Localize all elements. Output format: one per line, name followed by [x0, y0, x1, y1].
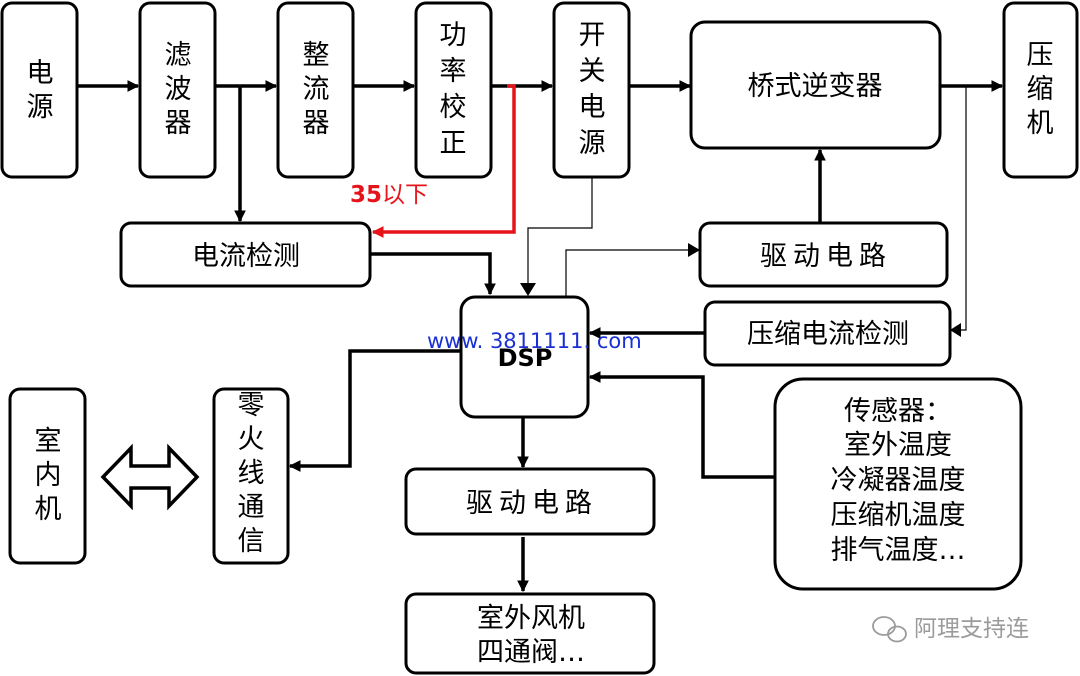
red-annotation: 35以下 [350, 182, 428, 208]
rectifier-label-1: 整 [303, 40, 330, 71]
pfc-label-3: 校 [440, 92, 467, 123]
sensors-block: 传感器： 室外温度 冷凝器温度 压缩机温度 排气温度… [773, 377, 1023, 591]
sensors-label-5: 排气温度… [831, 535, 966, 566]
compressor-current-detect-block: 压缩电流检测 [703, 300, 952, 367]
bridge-inverter-label: 桥式逆变器 [748, 71, 883, 102]
wechat-icon [872, 616, 907, 643]
comm-label-5: 信 [238, 526, 265, 557]
switch-power-block: 开 关 电 源 [552, 1, 631, 179]
filter-label-3: 器 [165, 108, 192, 139]
compressor-current-detect-label: 压缩电流检测 [747, 319, 909, 350]
pfc-label-4: 正 [440, 128, 467, 159]
drive-circuit-top-block: 驱动电路 [698, 221, 949, 288]
watermark-text: 阿理支持连 [914, 616, 1029, 642]
connectors [78, 80, 1004, 593]
current-detect-block: 电流检测 [119, 221, 372, 288]
power-source-label-2: 源 [27, 92, 54, 123]
pfc-block: 功 率 校 正 [414, 1, 493, 179]
red-annotation-value: 35 [350, 182, 382, 208]
arrowhead-switch-power-to-dsp [520, 283, 536, 296]
rectifier-label-3: 器 [303, 108, 330, 139]
pfc-label-2: 率 [440, 56, 467, 87]
compressor-block: 压 缩 机 [1002, 1, 1079, 179]
sensors-label-4: 压缩机温度 [831, 500, 966, 531]
current-detect-label: 电流检测 [192, 241, 300, 272]
arrow-dsp-to-drive-top [565, 249, 690, 296]
comm-label-1: 零 [238, 390, 265, 421]
rectifier-block: 整 流 器 [276, 1, 355, 179]
sensors-label-2: 室外温度 [844, 430, 952, 461]
overlay-url: www. 3811111. com [427, 329, 642, 353]
indoor-unit-label-1: 室 [35, 426, 62, 457]
neutral-live-comm-block: 零 火 线 通 信 [212, 387, 290, 565]
watermark: 阿理支持连 [872, 616, 1029, 643]
compressor-label-1: 压 [1027, 40, 1054, 71]
switch-power-label-4: 源 [579, 128, 606, 159]
outdoor-fan-block: 室外风机 四通阀… [404, 592, 656, 675]
comm-label-3: 线 [238, 458, 265, 489]
switch-power-label-1: 开 [579, 20, 606, 51]
outdoor-fan-label-2: 四通阀… [477, 637, 585, 668]
drive-circuit-bottom-block: 驱动电路 [404, 467, 656, 536]
arrow-switch-power-to-dsp [527, 178, 593, 289]
bidirectional-arrow-icon [100, 443, 200, 511]
red-feedback-path [371, 84, 516, 238]
power-source-label-1: 电 [27, 58, 54, 89]
dsp-label: DSP [498, 344, 553, 372]
arrow-compressor-line-to-current-detect [960, 86, 967, 331]
filter-label-2: 波 [165, 74, 192, 105]
red-annotation-suffix: 以下 [382, 182, 428, 208]
pfc-label-1: 功 [440, 20, 467, 51]
dsp-block: DSP [459, 295, 590, 419]
indoor-unit-block: 室 内 机 [8, 387, 87, 565]
comm-label-2: 火 [238, 424, 265, 455]
comm-label-4: 通 [238, 492, 265, 523]
filter-block: 滤 波 器 [138, 1, 217, 179]
outdoor-fan-label-1: 室外风机 [477, 603, 585, 634]
compressor-label-3: 机 [1027, 108, 1054, 139]
drive-circuit-bottom-label: 驱动电路 [466, 488, 598, 519]
arrow-current-detect-to-dsp [370, 252, 496, 296]
switch-power-label-3: 电 [579, 92, 606, 123]
arrow-sensors-to-dsp [588, 371, 775, 479]
sensors-label-3: 冷凝器温度 [831, 465, 966, 496]
arrow-dsp-to-comm [288, 349, 461, 472]
switch-power-label-2: 关 [579, 56, 606, 87]
arrowhead-dsp-to-drive-top [688, 243, 700, 257]
filter-label-1: 滤 [165, 40, 192, 71]
sensors-label-1: 传感器： [844, 396, 952, 427]
compressor-label-2: 缩 [1027, 74, 1054, 105]
arrowhead-compressor-current [950, 323, 961, 337]
indoor-unit-label-2: 内 [35, 460, 62, 491]
power-source-block: 电 源 [0, 1, 79, 179]
drive-circuit-top-label: 驱动电路 [760, 241, 892, 272]
rectifier-label-2: 流 [303, 74, 330, 105]
bridge-inverter-block: 桥式逆变器 [689, 20, 942, 150]
indoor-unit-label-3: 机 [35, 494, 62, 525]
